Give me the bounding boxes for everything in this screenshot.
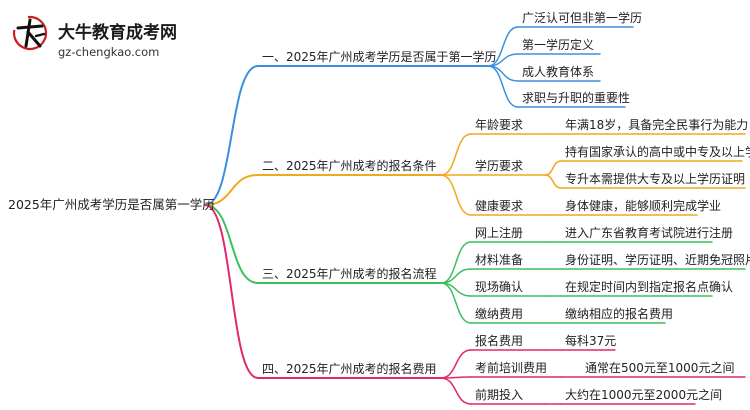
branch-3-sub-3: 现场确认 xyxy=(475,280,524,294)
branch-3-sub-4: 缴纳费用 xyxy=(475,307,524,321)
branch-3-sub-2-leaf-1: 身份证明、学历证明、近期免冠照片 xyxy=(565,253,750,267)
branch-2-sub-connector-3 xyxy=(440,174,472,216)
branch-2-sub-3: 健康要求 xyxy=(475,199,524,213)
branch-2-sub-2-leaf-1: 持有国家承认的高中或中专及以上学历 xyxy=(565,145,750,159)
branch-2-sub-1: 年龄要求 xyxy=(475,118,524,132)
branch-1-item-2: 第一学历定义 xyxy=(522,38,595,52)
branch-4-sub-connector-1 xyxy=(440,349,472,379)
branch-3-sub-1: 网上注册 xyxy=(475,226,524,240)
root-connector-1 xyxy=(204,65,259,206)
branch-4-sub-connector-3 xyxy=(440,377,472,405)
branch-3-sub-1-leaf-1: 进入广东省教育考试院进行注册 xyxy=(565,226,734,240)
branch-2-sub-2: 学历要求 xyxy=(475,159,524,173)
branch-2-sub-2-leaf-2: 专升本需提供大专及以上学历证明 xyxy=(565,172,746,186)
branch-1-item-connector-4 xyxy=(487,65,519,108)
root-connector-3 xyxy=(204,204,259,284)
mindmap-root: 2025年广州成考学历是否属第一学历 xyxy=(8,197,215,212)
branch-3-sub-2: 材料准备 xyxy=(475,253,524,267)
branch-4-sub-2-leaf-1: 通常在500元至1000元之间 xyxy=(585,361,735,375)
branch-4-sub-3-leaf-1: 大约在1000元至2000元之间 xyxy=(565,388,723,402)
root-connector-2 xyxy=(204,174,259,206)
branch-3-sub-3-leaf-1: 在规定时间内到指定报名点确认 xyxy=(565,280,734,294)
branch-3-label: 三、2025年广州成考的报名流程 xyxy=(262,267,437,281)
site-logo: 大牛教育成考网 gz-chengkao.com xyxy=(8,10,177,59)
branch-3-sub-connector-1 xyxy=(440,241,472,284)
branch-2-sub-1-leaf-1: 年满18岁，具备完全民事行为能力 xyxy=(565,118,749,132)
branch-2-sub-3-leaf-1: 身体健康，能够顺利完成学业 xyxy=(565,199,722,213)
branch-4-sub-3: 前期投入 xyxy=(475,388,524,402)
branch-2-sub-2-leaf-connector-2 xyxy=(544,174,562,189)
logo-brand-text: 大牛教育成考网 xyxy=(58,23,177,43)
logo-site-url: gz-chengkao.com xyxy=(58,45,160,59)
branch-1-item-4: 求职与升职的重要性 xyxy=(522,91,631,105)
branch-1-label: 一、2025年广州成考学历是否属于第一学历 xyxy=(262,50,497,64)
branch-2-label: 二、2025年广州成考的报名条件 xyxy=(262,159,437,173)
branch-2-sub-connector-1 xyxy=(440,133,472,176)
branch-3-sub-connector-4 xyxy=(440,282,472,324)
logo-icon xyxy=(12,15,48,51)
branch-4-sub-1-leaf-1: 每科37元 xyxy=(565,334,617,348)
branch-4-sub-1: 报名费用 xyxy=(475,334,524,348)
branch-2-sub-2-leaf-connector-1 xyxy=(544,160,562,176)
branch-1-item-connector-3 xyxy=(487,65,519,82)
branch-4-label: 四、2025年广州成考的报名费用 xyxy=(262,362,437,376)
branch-4-sub-2: 考前培训费用 xyxy=(475,361,548,375)
branch-3-sub-4-leaf-1: 缴纳相应的报名费用 xyxy=(565,307,674,321)
branch-1-item-3: 成人教育体系 xyxy=(522,65,595,79)
branch-1-item-1: 广泛认可但非第一学历 xyxy=(522,11,643,25)
branch-1-item-connector-1 xyxy=(487,26,519,67)
root-connector-4 xyxy=(204,204,259,379)
